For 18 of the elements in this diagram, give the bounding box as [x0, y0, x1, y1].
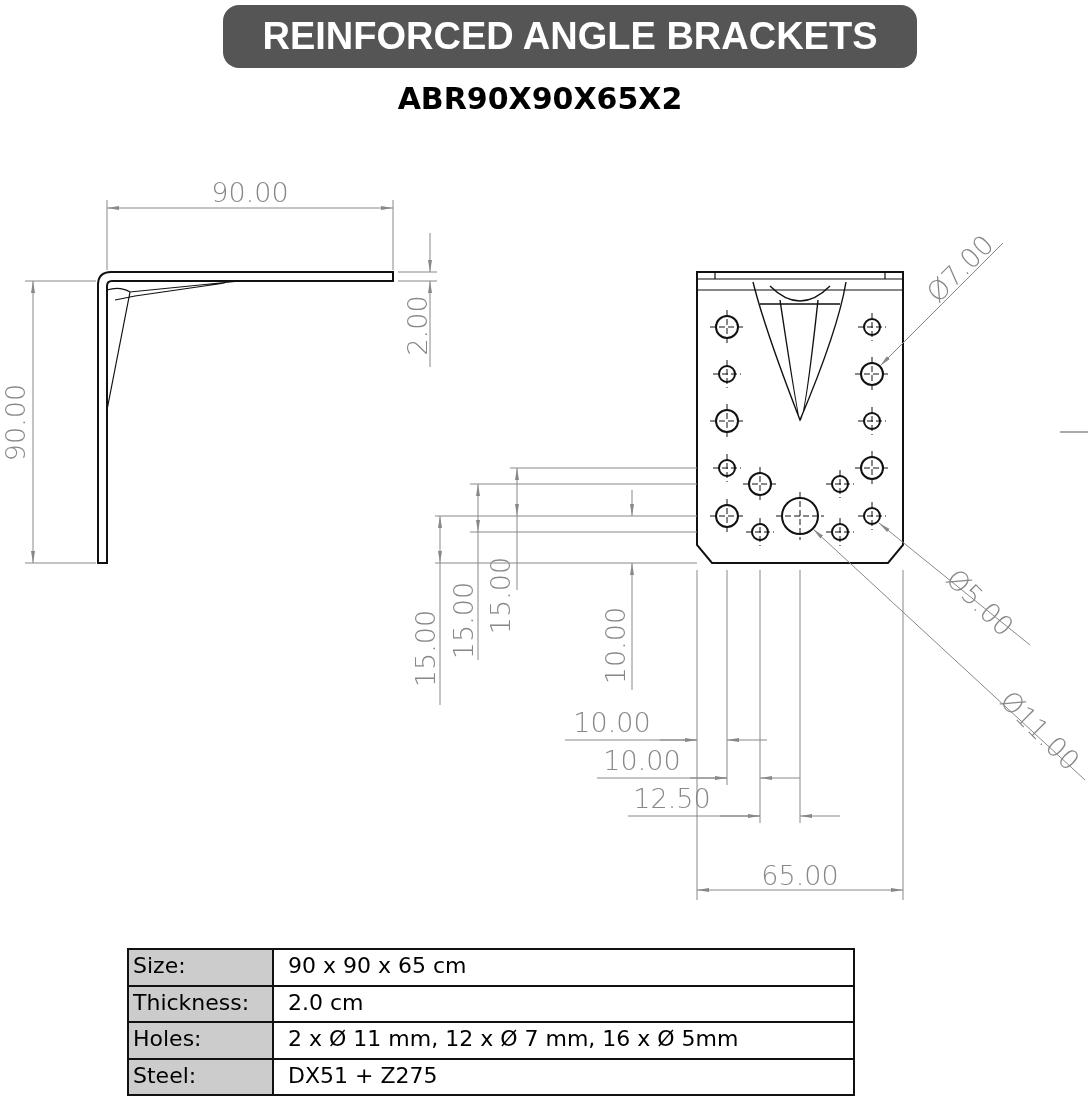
dimension-label: 12.50 — [633, 785, 711, 812]
row-heading-cell: Size: — [127, 948, 274, 987]
title-banner: REINFORCED ANGLE BRACKETS — [223, 5, 917, 68]
dimension-label: 65.00 — [761, 862, 839, 889]
row-heading-cell: Steel: — [127, 1057, 274, 1096]
dimension-label: 15.00 — [411, 609, 439, 688]
dimension-label: 2.00 — [403, 295, 431, 356]
dimension-label: 90.00 — [211, 179, 289, 206]
dimension-label: 15.00 — [486, 556, 514, 635]
dimension-label: 10.00 — [573, 709, 651, 736]
model-code: ABR90X90X65X2 — [396, 84, 684, 114]
dimension-label: 90.00 — [1, 383, 29, 462]
row-heading-cell: Holes: — [127, 1021, 274, 1060]
dimension-label: 15.00 — [449, 581, 477, 660]
dimension-label: 10.00 — [603, 747, 681, 774]
table-cell: 90 x 90 x 65 cm — [272, 948, 855, 987]
dimension-label: 10.00 — [601, 606, 629, 685]
table-cell: DX51 + Z275 — [272, 1057, 855, 1096]
